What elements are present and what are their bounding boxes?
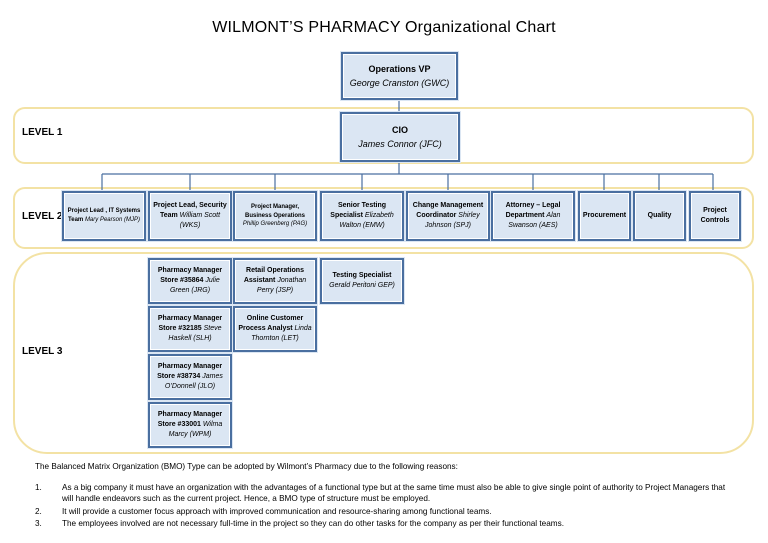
l2-testing-person: Elizabeth Walton (EMW) <box>339 211 394 230</box>
note-2-number: 2. <box>35 507 42 516</box>
l2-it-systems-person: Mary Pearson (MJP) <box>84 217 140 223</box>
l2-change-mgmt-box: Change Management Coordinator Shirley Jo… <box>405 190 491 242</box>
l2-it-systems-title: Project Lead , IT Systems Team <box>67 208 141 223</box>
note-3-text: The employees involved are not necessary… <box>62 519 564 528</box>
chart-title: WILMONT’S PHARMACY Organizational Chart <box>212 19 556 36</box>
level2-label: LEVEL 2 <box>22 211 63 222</box>
l3-retail-ops-title: Retail Operations Assistant <box>243 266 304 284</box>
l2-security-title: Project Lead, Security Team <box>153 201 227 219</box>
l2-testing-title: Senior Testing Specialist <box>330 201 387 219</box>
l3-online-analyst-title: Online Customer Process Analyst <box>238 314 304 332</box>
l2-legal-person: Alan Swanson (AES) <box>508 211 561 230</box>
l3-online-analyst-person: Linda Thornton (LET) <box>251 324 312 343</box>
level2-band <box>13 187 754 249</box>
l3-store-32185-person: Steve Haskell (SLH) <box>168 324 222 343</box>
cio-box: CIO James Connor (JFC) <box>339 111 461 163</box>
l2-it-systems-box: Project Lead , IT Systems Team Mary Pear… <box>61 190 147 242</box>
note-1-number: 1. <box>35 483 42 492</box>
note-2-text: It will provide a customer focus approac… <box>62 507 492 516</box>
level3-band <box>13 252 754 454</box>
level1-label: LEVEL 1 <box>22 127 63 138</box>
l3-store-33001-title: Pharmacy Manager Store #33001 <box>157 410 223 428</box>
l2-change-mgmt-person: Shirley Johnson (SPJ) <box>425 211 480 230</box>
level1-band <box>13 107 754 164</box>
l3-online-analyst-box: Online Customer Process Analyst Linda Th… <box>232 305 318 353</box>
l3-testing-specialist-title: Testing Specialist <box>332 271 392 279</box>
l2-legal-box: Attorney – Legal Department Alan Swanson… <box>490 190 576 242</box>
l3-store-38734-title: Pharmacy Manager Store #38734 <box>157 362 223 380</box>
l2-legal-title: Attorney – Legal Department <box>505 201 561 219</box>
l2-project-controls-box: Project Controls <box>688 190 742 242</box>
l3-store-35864-person: Julie Green (JRG) <box>169 276 220 295</box>
l2-procurement-box: Procurement <box>577 190 632 242</box>
notes-intro: The Balanced Matrix Organization (BMO) T… <box>35 462 458 471</box>
note-3-number: 3. <box>35 519 42 528</box>
l2-quality-box: Quality <box>632 190 687 242</box>
operations-vp-box: Operations VP George Cranston (GWC) <box>340 51 459 101</box>
l2-security-box: Project Lead, Security Team William Scot… <box>147 190 233 242</box>
l3-store-33001-box: Pharmacy Manager Store #33001 Wilma Marc… <box>147 401 233 449</box>
l3-retail-ops-box: Retail Operations Assistant Jonathan Per… <box>232 257 318 305</box>
l3-store-35864-box: Pharmacy Manager Store #35864 Julie Gree… <box>147 257 233 305</box>
l2-project-controls-title: Project Controls <box>700 206 730 224</box>
l3-store-35864-title: Pharmacy Manager Store #35864 <box>157 266 223 284</box>
l2-change-mgmt-title: Change Management Coordinator <box>412 201 484 219</box>
cio-title: CIO <box>391 124 408 135</box>
l3-testing-specialist-person: Gerald Peritoni GEP) <box>329 282 395 289</box>
l2-business-ops-title: Project Manager, Business Operations <box>244 203 306 219</box>
l2-procurement-title: Procurement <box>582 211 627 219</box>
l2-security-person: William Scott (WKS) <box>179 211 221 230</box>
operations-vp-title: Operations VP <box>368 63 431 74</box>
l3-store-38734-box: Pharmacy Manager Store #38734 James O’Do… <box>147 353 233 401</box>
l2-business-ops-person: Phillip Greenberg (PAG) <box>242 221 308 228</box>
l3-retail-ops-person: Jonathan Perry (JSP) <box>256 276 307 295</box>
level3-label: LEVEL 3 <box>22 346 63 357</box>
l2-quality-title: Quality <box>647 211 672 219</box>
l2-business-ops-box: Project Manager, Business Operations Phi… <box>232 190 318 242</box>
operations-vp-person: George Cranston (GWC) <box>349 78 450 88</box>
l3-testing-specialist-box: Testing Specialist Gerald Peritoni GEP) <box>319 257 405 305</box>
l3-store-38734-person: James O’Donnell (JLO) <box>164 372 223 391</box>
l3-store-32185-box: Pharmacy Manager Store #32185 Steve Hask… <box>147 305 233 353</box>
l3-store-32185-title: Pharmacy Manager Store #32185 <box>157 314 223 332</box>
note-1-text: As a big company it must have an organiz… <box>62 483 726 503</box>
l3-store-33001-person: Wilma Marcy (WPM) <box>168 420 223 439</box>
l2-testing-box: Senior Testing Specialist Elizabeth Walt… <box>319 190 405 242</box>
cio-person: James Connor (JFC) <box>358 139 442 149</box>
